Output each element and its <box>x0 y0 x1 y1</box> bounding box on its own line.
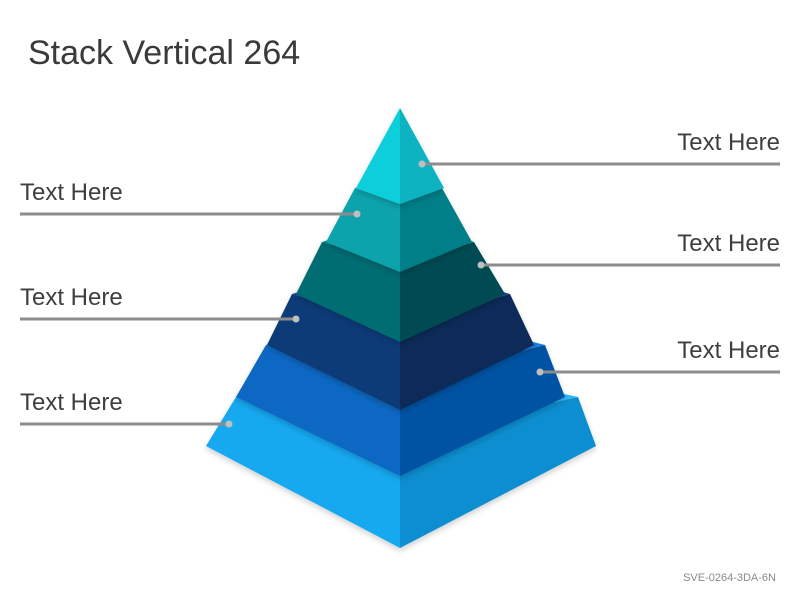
footer-code: SVE-0264-3DA-6N <box>683 572 776 584</box>
tier-1-right-face <box>400 108 444 204</box>
label-tier-2: Text Here <box>20 179 123 206</box>
connector-4 <box>20 315 300 323</box>
connector-5 <box>536 368 780 376</box>
pyramid-tier-1 <box>356 108 444 204</box>
label-tier-1: Text Here <box>677 129 780 156</box>
tier-2-right-face <box>400 188 472 272</box>
label-tier-6: Text Here <box>20 389 123 416</box>
tier-1-left-face <box>356 108 400 204</box>
tier-2-left-face <box>326 188 400 272</box>
label-tier-4: Text Here <box>20 284 123 311</box>
connector-1 <box>418 160 780 168</box>
label-tier-3: Text Here <box>677 230 780 257</box>
connector-6 <box>20 420 233 428</box>
label-tier-5: Text Here <box>677 337 780 364</box>
tier-3-left-face <box>296 242 400 342</box>
connector-3 <box>477 261 780 269</box>
page-title: Stack Vertical 264 <box>28 34 301 72</box>
connector-2 <box>20 210 361 218</box>
